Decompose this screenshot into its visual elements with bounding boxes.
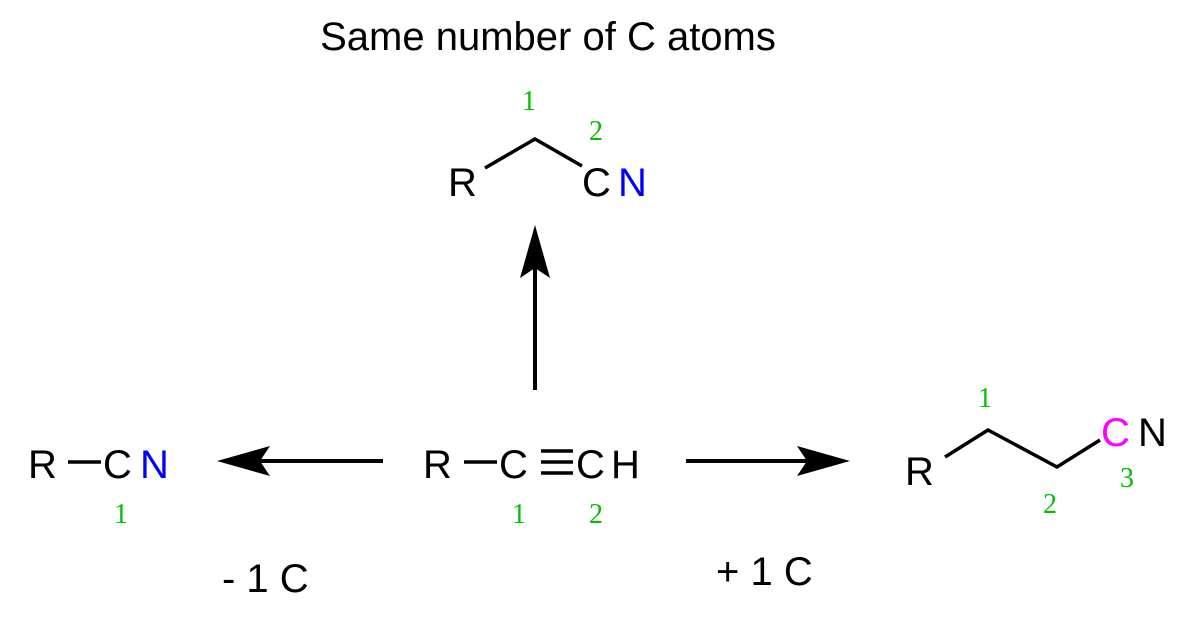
right-nitrogen: N [1138, 411, 1167, 455]
top-carbon-number-2: 2 [589, 116, 603, 147]
top-product-nitrile: 1 2 R C N [448, 86, 647, 205]
right-new-carbon: C [1101, 411, 1130, 455]
right-carbon-number-3: 3 [1120, 463, 1134, 494]
left-carbon-number-1: 1 [114, 499, 128, 530]
left-carbon: C [103, 443, 132, 487]
center-alkyne: R C C H 1 2 [423, 443, 640, 530]
center-carbon-2: C [576, 443, 605, 487]
arrow-left [217, 446, 383, 476]
left-r-group: R [28, 443, 57, 487]
plus-one-carbon-caption: + 1 C [716, 550, 813, 594]
right-product-nitrile: R C N 1 2 3 + 1 C [716, 383, 1167, 594]
triple-bond [541, 449, 573, 475]
center-r-group: R [423, 443, 452, 487]
scheme-title: Same number of C atoms [320, 15, 776, 59]
right-carbon-number-1: 1 [978, 383, 992, 414]
right-r-group: R [905, 450, 934, 494]
top-nitrogen: N [618, 161, 647, 205]
right-chain-bonds [944, 427, 1101, 470]
center-hydrogen: H [611, 443, 640, 487]
top-carbon-number-1: 1 [522, 86, 536, 117]
right-carbon-number-2: 2 [1043, 489, 1057, 520]
left-product-nitrile: R C N 1 - 1 C [28, 443, 309, 601]
minus-one-carbon-caption: - 1 C [222, 557, 309, 601]
top-carbon: C [582, 161, 611, 205]
top-r-group: R [448, 161, 477, 205]
center-carbon-1: C [499, 443, 528, 487]
top-chain-bonds [484, 136, 583, 170]
center-carbon-number-2: 2 [589, 499, 603, 530]
arrow-right [686, 446, 850, 476]
arrow-up [520, 225, 550, 390]
center-carbon-number-1: 1 [512, 499, 526, 530]
left-nitrogen: N [140, 443, 169, 487]
